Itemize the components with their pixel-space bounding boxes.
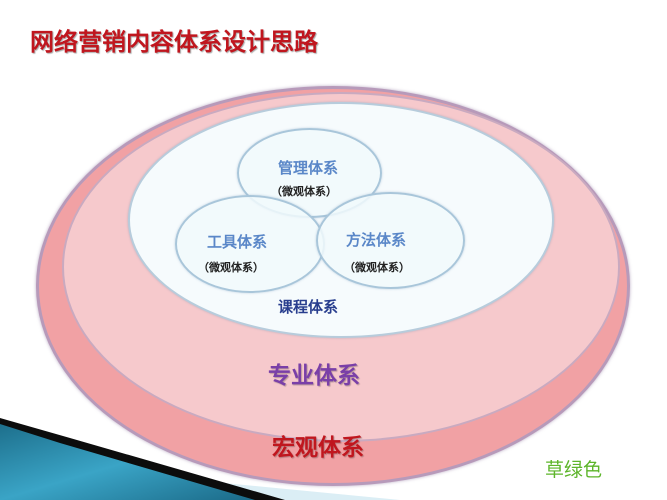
method-system-label: 方法体系 <box>346 231 407 249</box>
macro-system-label: 宏观体系 <box>272 435 364 461</box>
tool-system-sublabel: （微观体系） <box>198 261 264 274</box>
professional-system-label: 专业体系 <box>268 363 360 389</box>
tool-system-circle <box>175 195 325 293</box>
course-system-label: 课程体系 <box>278 298 339 316</box>
management-system-label: 管理体系 <box>278 159 339 177</box>
management-system-sublabel: （微观体系） <box>271 185 337 198</box>
tool-system-label: 工具体系 <box>207 233 268 251</box>
page-title: 网络营销内容体系设计思路 <box>30 28 318 56</box>
method-system-sublabel: （微观体系） <box>344 261 410 274</box>
method-system-circle <box>316 192 465 289</box>
color-note: 草绿色 <box>545 459 603 481</box>
